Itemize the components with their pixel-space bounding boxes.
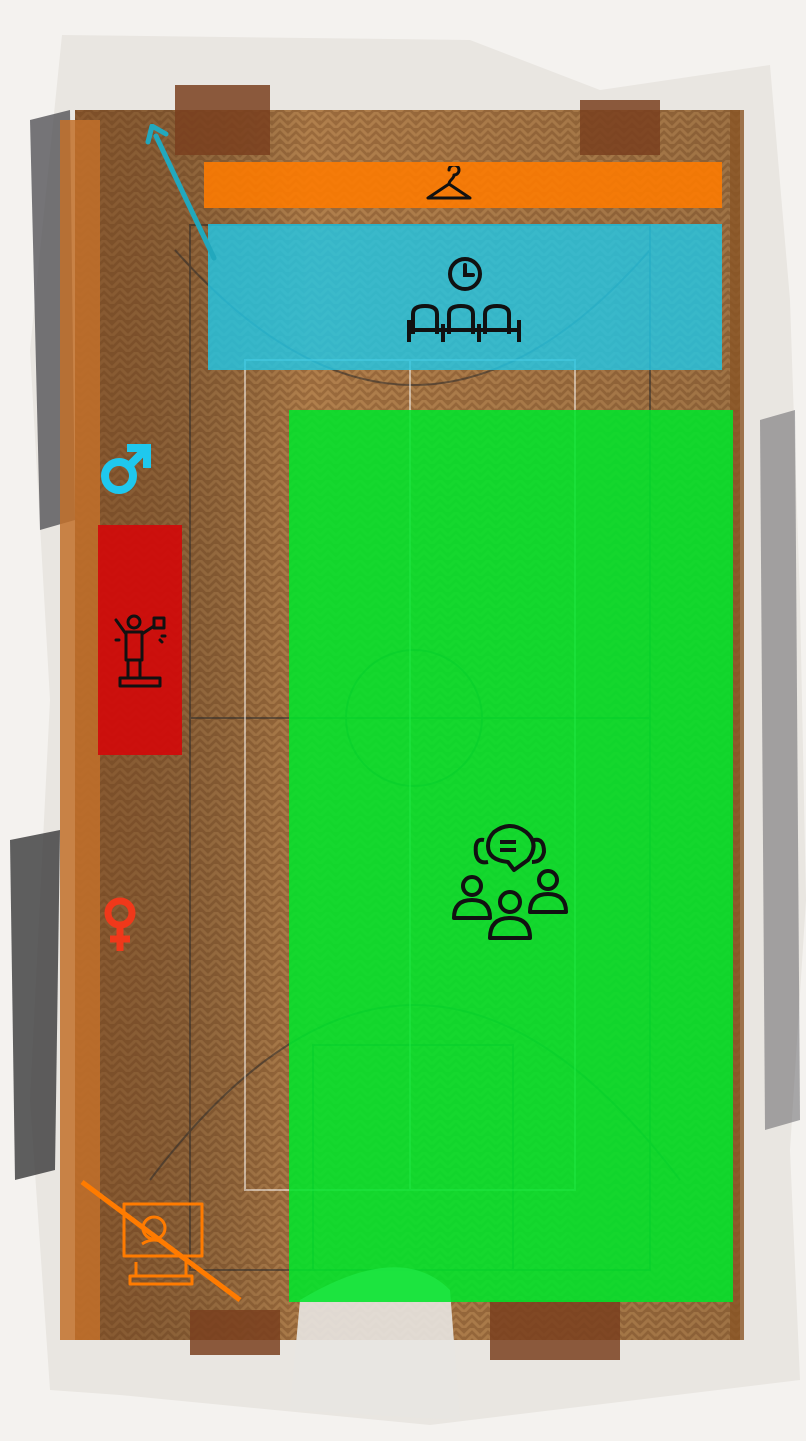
male-icon [97,440,155,498]
speaker-podium-icon [112,610,172,690]
no-video-call-icon [80,1180,245,1305]
female-icon [98,895,142,955]
clock-icon [445,254,485,294]
entrance-arrow-icon [144,124,220,264]
waiting-area-zone [208,224,722,370]
hanger-icon [424,166,474,204]
seats-icon [405,300,525,346]
group-discussion-icon [448,820,572,944]
